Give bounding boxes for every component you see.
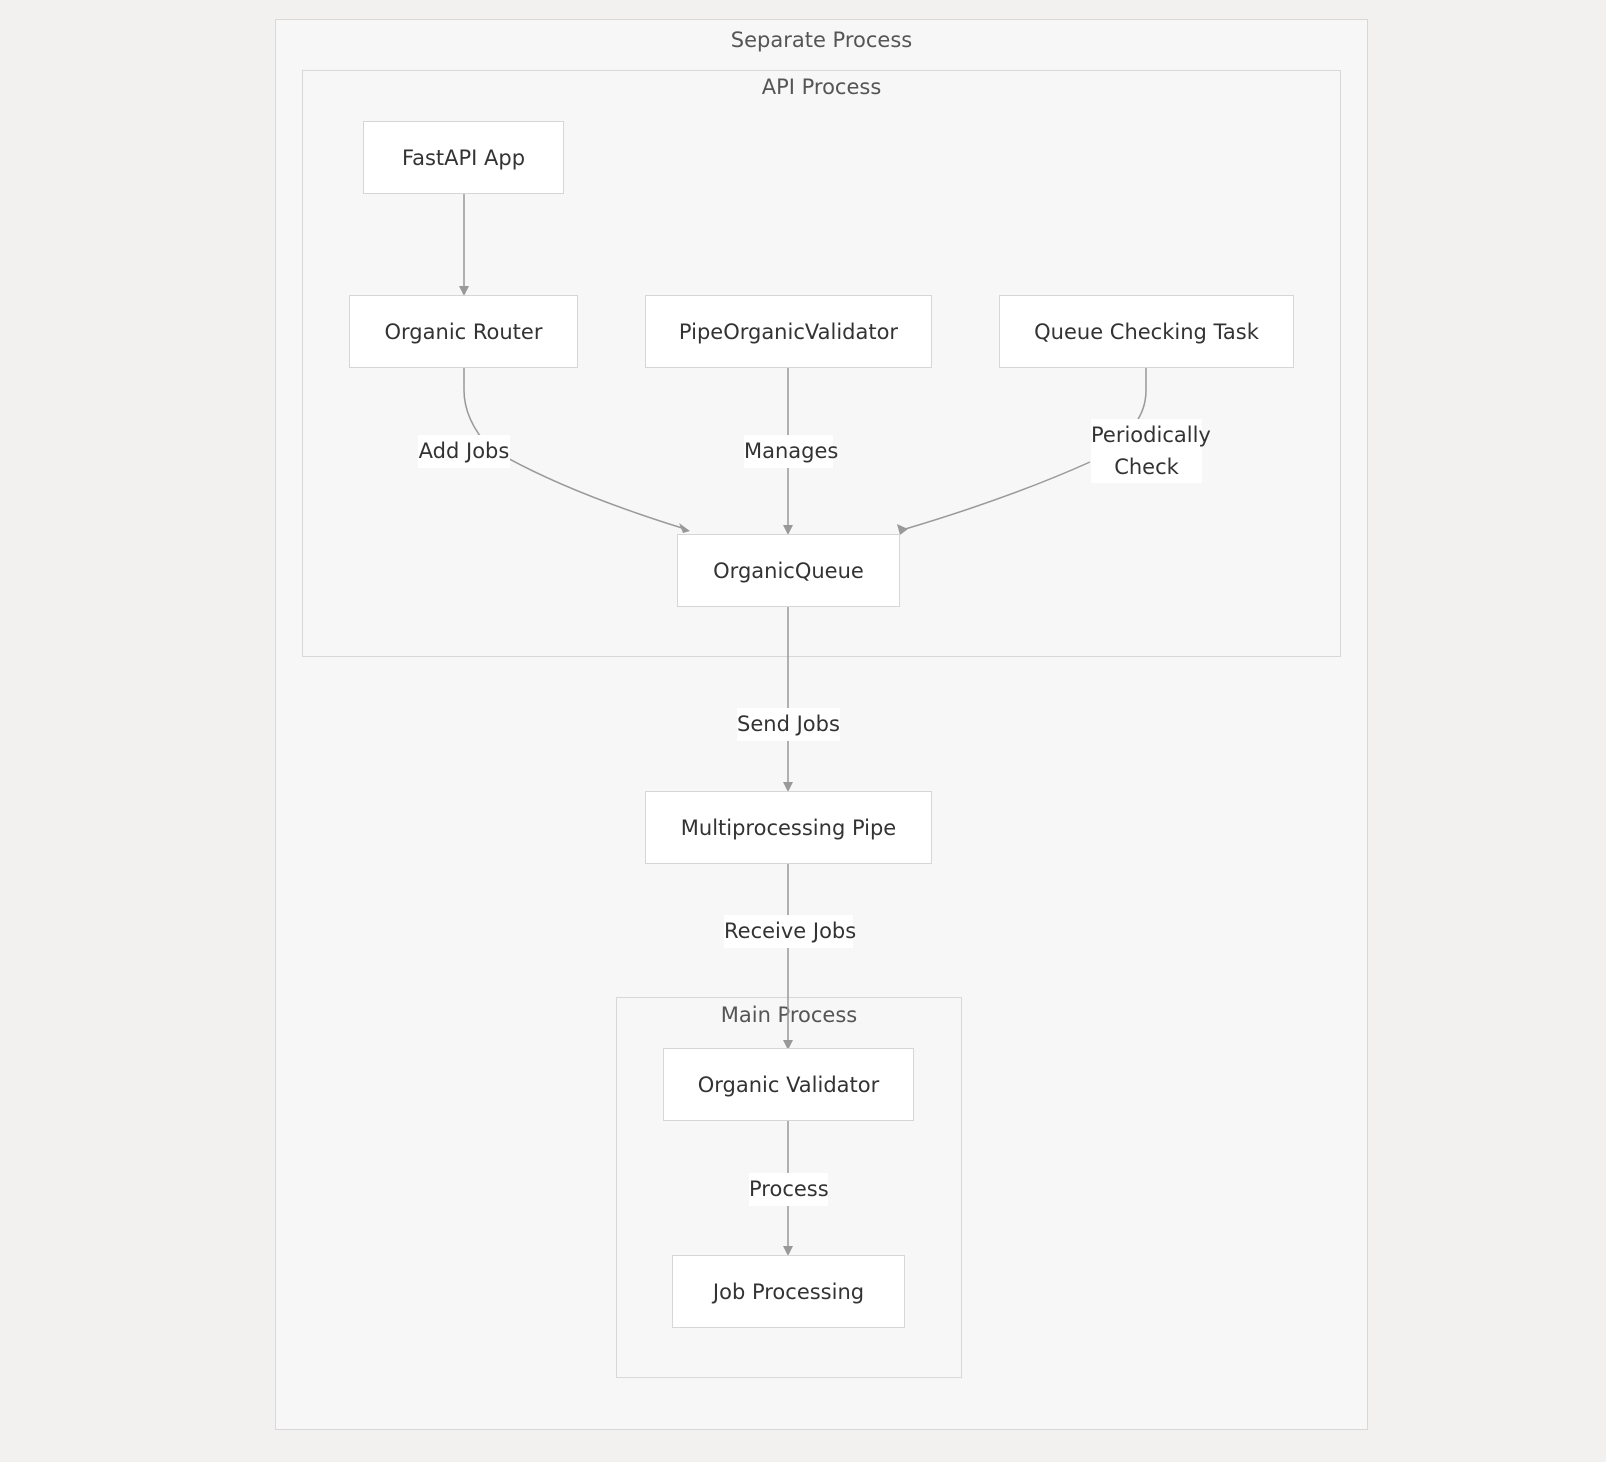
cluster-deployment-title: Separate Process Deployment bbox=[730, 28, 913, 52]
arrowhead-validator bbox=[783, 1040, 793, 1050]
node-organic-queue[interactable]: OrganicQueue bbox=[677, 534, 900, 607]
node-pipe-organic-validator[interactable]: PipeOrganicValidator bbox=[645, 295, 932, 368]
arrowhead-queue-left bbox=[679, 523, 690, 533]
edge-label-process: Process bbox=[749, 1173, 829, 1206]
edge-label-receive-jobs: Receive Jobs bbox=[724, 915, 856, 948]
arrowhead-queue-center bbox=[783, 525, 793, 535]
arrowhead-pipe bbox=[783, 782, 793, 792]
edge-label-add-jobs: Add Jobs bbox=[418, 435, 510, 468]
node-fastapi-app[interactable]: FastAPI App bbox=[363, 121, 564, 194]
arrowhead-queue-right bbox=[897, 524, 908, 535]
cluster-main-process-title: Main Process bbox=[720, 1003, 858, 1027]
arrowhead-router bbox=[459, 286, 469, 296]
node-queue-checking-task[interactable]: Queue Checking Task bbox=[999, 295, 1294, 368]
edge-label-manages: Manages bbox=[744, 435, 838, 468]
edge-label-send-jobs: Send Jobs bbox=[737, 708, 840, 741]
edge-label-periodically-check: Periodically Check bbox=[1091, 419, 1211, 483]
node-organic-validator[interactable]: Organic Validator bbox=[663, 1048, 914, 1121]
cluster-api-process-title: API Process bbox=[761, 75, 882, 99]
node-job-processing[interactable]: Job Processing bbox=[672, 1255, 905, 1328]
node-organic-router[interactable]: Organic Router bbox=[349, 295, 578, 368]
node-multiprocessing-pipe[interactable]: Multiprocessing Pipe bbox=[645, 791, 932, 864]
arrowhead-job bbox=[783, 1246, 793, 1256]
